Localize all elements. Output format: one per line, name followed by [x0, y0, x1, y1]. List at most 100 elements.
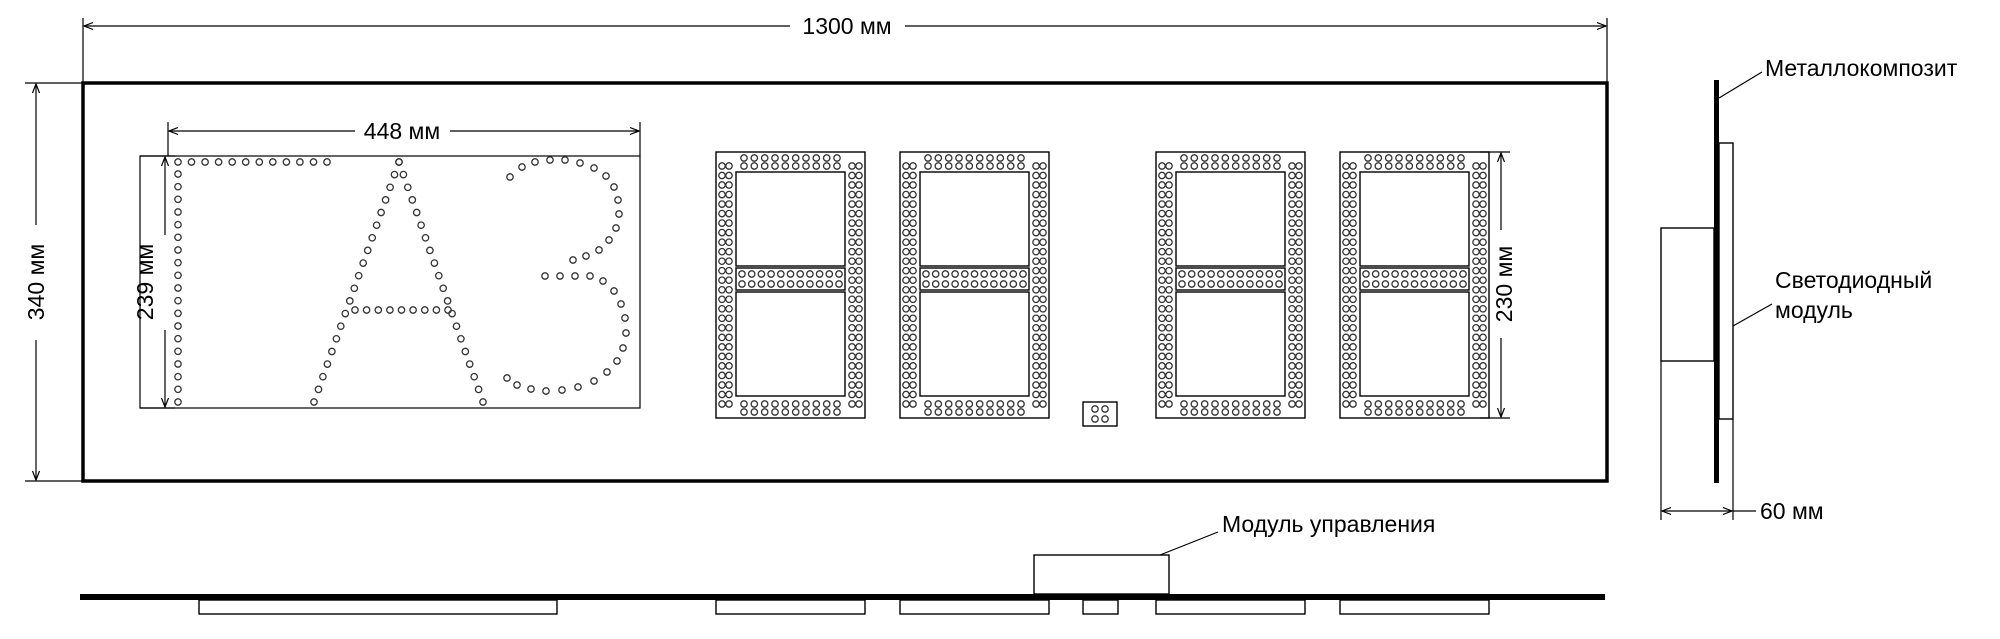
led-dot [944, 408, 953, 416]
led-dot [848, 400, 856, 408]
led-dot [1479, 362, 1487, 370]
led-dot [1017, 162, 1025, 170]
led-dot [1158, 266, 1166, 275]
led-dot [922, 270, 930, 278]
led-dot [1295, 219, 1303, 227]
led-dot [1032, 276, 1040, 285]
led-dot [374, 306, 383, 314]
led-dot [1479, 304, 1487, 313]
led-dot [1349, 323, 1357, 332]
led-dot [443, 297, 452, 305]
led-dot [1410, 270, 1419, 278]
led-dot [1288, 295, 1296, 304]
led-dot [354, 271, 363, 280]
led-dot [1039, 276, 1047, 285]
led-dot [1430, 270, 1438, 278]
led-dot [996, 162, 1005, 170]
led-dot [1295, 323, 1303, 332]
led-dot [740, 154, 748, 162]
led-dot [1165, 209, 1173, 218]
led-dot [1349, 190, 1357, 199]
bottom-panel-line [80, 594, 1605, 600]
led-dot [960, 280, 969, 288]
led-dot [1032, 209, 1040, 218]
led-dot [1472, 295, 1480, 304]
led-dot [1039, 266, 1047, 275]
led-dot [1479, 162, 1487, 170]
led-dot [902, 304, 910, 313]
led-dot [1405, 400, 1414, 408]
led-dot [1436, 162, 1445, 170]
led-dot [328, 347, 336, 356]
led-dot [1342, 295, 1350, 304]
led-dot [1032, 295, 1040, 304]
led-dot [1479, 228, 1487, 237]
led-dot [332, 334, 341, 343]
led-dot [1479, 200, 1487, 208]
led-dot [314, 385, 323, 394]
led-dot [848, 323, 856, 332]
led-dot [1288, 304, 1296, 313]
led-dot [1342, 228, 1350, 237]
led-dot [1158, 381, 1166, 389]
led-dot [174, 195, 182, 204]
led-dot [1295, 390, 1303, 399]
led-dot [1039, 400, 1047, 408]
led-dot [1032, 333, 1040, 342]
led-dot [255, 158, 264, 166]
led-dot [1165, 323, 1173, 332]
led-dot [902, 219, 910, 227]
led-dot [590, 377, 598, 385]
led-dot [1384, 154, 1393, 162]
led-dot [909, 162, 917, 170]
led-dot [1472, 343, 1480, 351]
led-dot [1349, 171, 1357, 180]
led-dot [909, 285, 917, 294]
digit-upper-window [1175, 171, 1286, 267]
led-dot [582, 252, 590, 260]
led-dot [571, 272, 579, 280]
led-dot [1273, 162, 1281, 170]
led-dot [1349, 266, 1357, 275]
led-dot [760, 154, 769, 162]
led-dot [1405, 154, 1414, 162]
led-dot [1436, 154, 1445, 162]
text-block-width-label: 448 мм [364, 118, 440, 144]
led-dot [1221, 408, 1230, 416]
led-dot [187, 158, 196, 166]
led-dot [902, 371, 910, 380]
led-dot [377, 208, 385, 217]
led-dot [395, 158, 403, 166]
led-dot [1165, 171, 1173, 180]
led-dot [855, 343, 863, 351]
led-dot [1165, 352, 1173, 361]
led-dot [1039, 247, 1047, 256]
led-dot [902, 257, 910, 266]
led-dot [1342, 238, 1350, 247]
led-dot [718, 181, 726, 189]
led-dot [1395, 408, 1403, 416]
led-dot [725, 190, 733, 199]
led-dot [725, 171, 733, 180]
led-dot [1342, 390, 1350, 399]
led-dot [718, 209, 726, 218]
led-dot [1180, 162, 1188, 170]
metal-composite-callout: Металлокомпозит [1765, 55, 1958, 81]
led-dot [1252, 162, 1261, 170]
led-dot [718, 238, 726, 247]
digit-middle-segment [735, 267, 846, 291]
led-dot [1374, 400, 1383, 408]
led-dot [725, 257, 733, 266]
led-dot [786, 280, 795, 288]
led-dot [1342, 276, 1350, 285]
led-dot [965, 400, 974, 408]
led-dot [965, 162, 974, 170]
led-dot [1349, 181, 1357, 189]
led-dot [1288, 381, 1296, 389]
led-dot [902, 390, 910, 399]
led-dot [902, 276, 910, 285]
led-dot [1231, 162, 1240, 170]
led-dot [1472, 390, 1480, 399]
led-dot [1342, 400, 1350, 408]
led-dot [1405, 408, 1414, 416]
